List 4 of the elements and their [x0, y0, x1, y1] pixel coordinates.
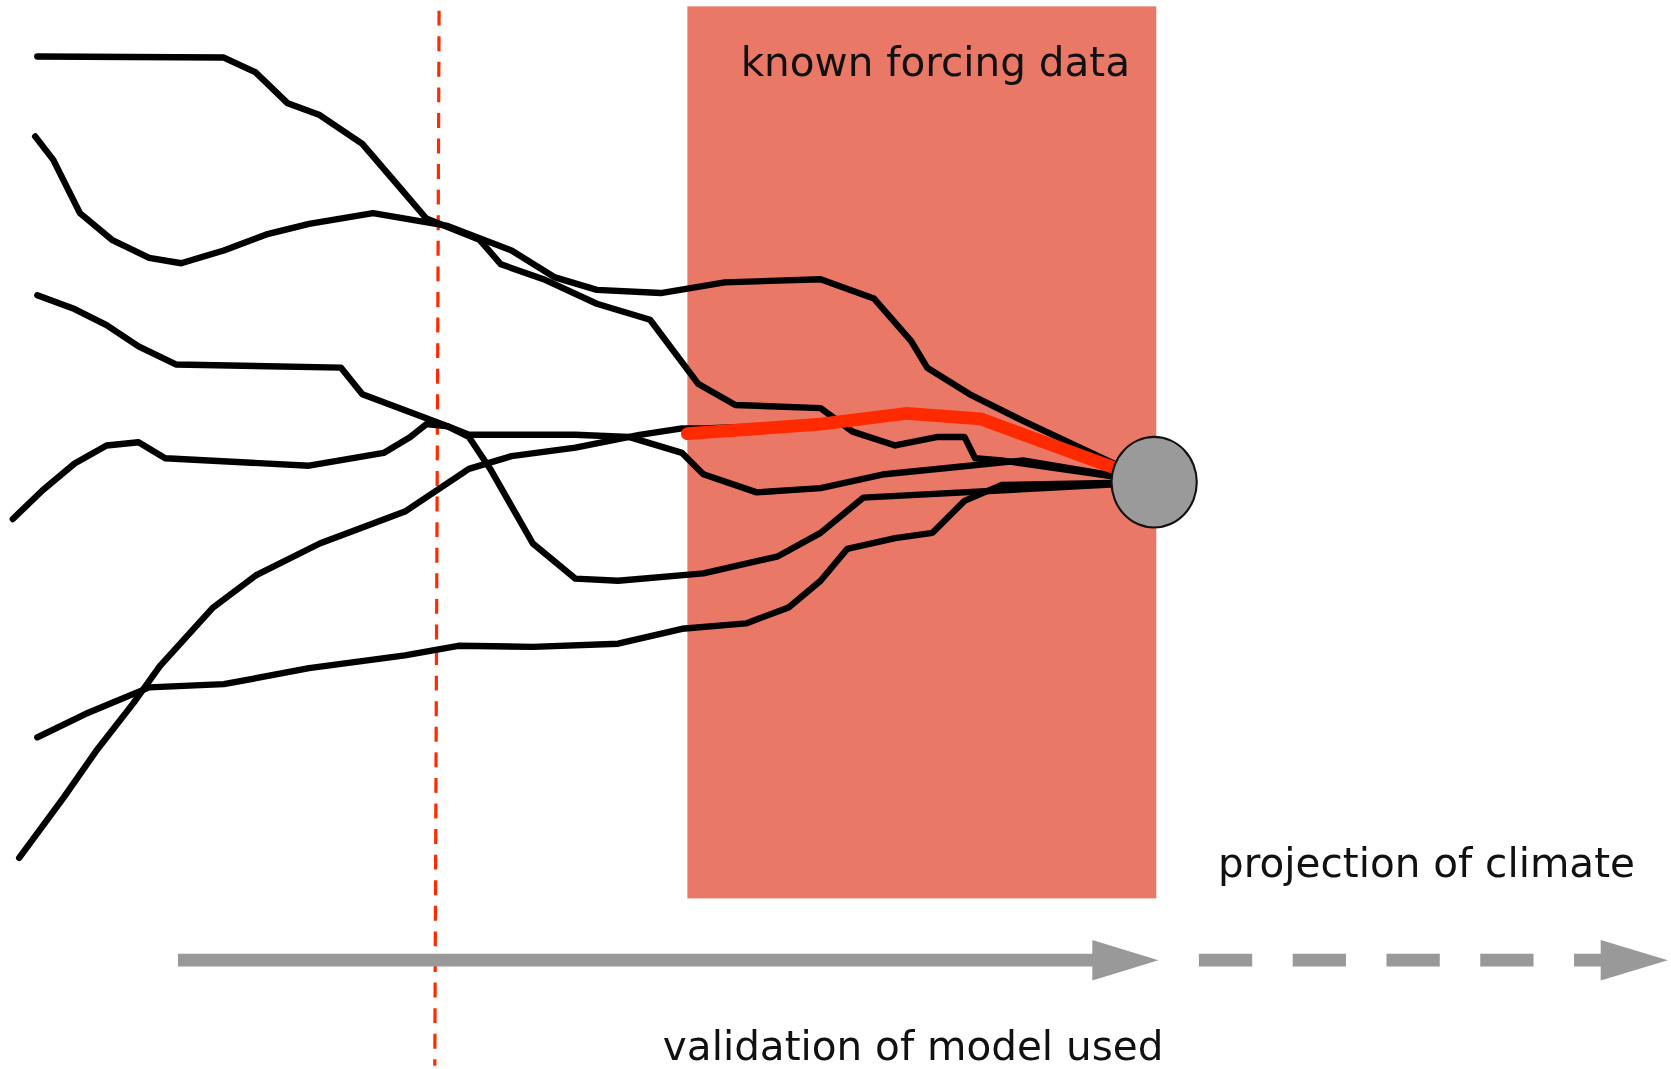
region-label: known forcing data — [740, 38, 1130, 86]
axis-caption: projection of climate — [1218, 839, 1635, 887]
shaded-region — [687, 6, 1157, 899]
axis-caption: validation of model used — [662, 1023, 1164, 1069]
